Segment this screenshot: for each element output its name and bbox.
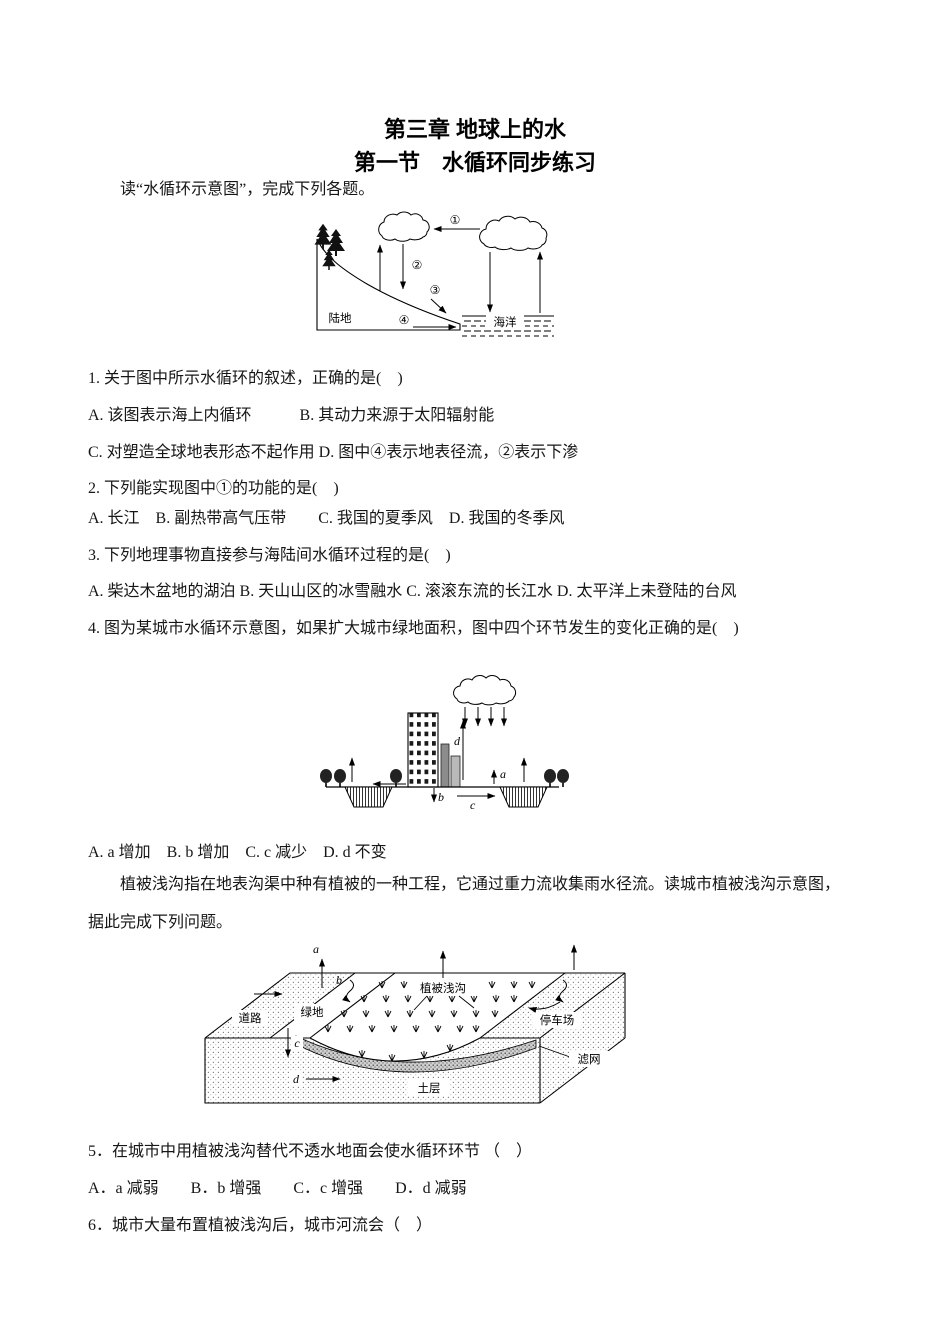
- sea-label: 海洋: [494, 315, 517, 329]
- question-2-stem: 2. 下列能实现图中①的功能的是( ): [88, 480, 339, 497]
- swale-pointer-left: [413, 995, 428, 1011]
- soil-label: 土层: [418, 1082, 441, 1095]
- swale-label-bg: [411, 980, 475, 996]
- c-label-bg: [291, 1036, 303, 1050]
- road-label-bg: [232, 1010, 268, 1026]
- parking-inflow-arrow: [528, 1001, 561, 1013]
- land-label: 陆地: [329, 311, 352, 325]
- label-circle-3: ③: [430, 283, 441, 297]
- question-5-stem: 5．在城市中用植被浅沟替代不透水地面会使水循环环节 （ ）: [88, 1143, 533, 1160]
- city-water-cycle-diagram: a b c d: [319, 675, 570, 812]
- cloud-right-icon: [479, 215, 548, 251]
- question-6-stem: 6．城市大量布置植被浅沟后，城市河流会（ ）: [88, 1217, 433, 1234]
- label-a: a: [500, 767, 506, 781]
- surface-flow-arrow: [430, 298, 447, 314]
- green-label-bg: [294, 1004, 330, 1020]
- question-4-options: A. a 增加 B. b 增加 C. c 减少 D. d 不变: [88, 844, 387, 861]
- label-b: b: [336, 973, 342, 987]
- left-pond-icon: [344, 786, 393, 808]
- rain-arrows: [462, 707, 507, 727]
- filter-pointer: [538, 1045, 571, 1058]
- question-5-options: A．a 减弱 B．b 增强 C．c 增强 D．d 减弱: [88, 1180, 467, 1197]
- right-squiggle-arrow: [555, 979, 567, 1003]
- label-circle-1: ①: [450, 213, 461, 227]
- soil-label-bg: [408, 1079, 450, 1096]
- vegetated-swale-diagram: 道路 绿地 植被浅沟 停车场 滤网 土层 a b c d: [204, 942, 626, 1104]
- green-strip: [270, 973, 395, 1038]
- building-bar-1-icon: [440, 743, 450, 788]
- b-squiggle-arrow: [342, 979, 354, 1003]
- right-pond-icon: [499, 786, 548, 808]
- parking-label: 停车场: [540, 1013, 575, 1027]
- tall-building-icon: [407, 712, 439, 788]
- city-flow-arrows: [349, 720, 527, 803]
- soil-right-face: [540, 973, 625, 1103]
- label-b: b: [438, 790, 444, 804]
- label-circle-4: ④: [399, 313, 410, 327]
- swale-pointer-right: [458, 995, 475, 1009]
- chapter-title: 第三章 地球上的水: [383, 117, 567, 142]
- cloud-left-icon: [378, 211, 430, 242]
- label-circle-2: ②: [412, 258, 423, 272]
- label-a: a: [313, 942, 319, 956]
- green-label: 绿地: [301, 1005, 324, 1019]
- building-bar-2-icon: [450, 755, 461, 788]
- swale-curve: [309, 1037, 481, 1062]
- d-label-bg: [290, 1071, 302, 1085]
- question-4-stem: 4. 图为某城市水循环示意图，如果扩大城市绿地面积，图中四个环节发生的变化正确的…: [88, 620, 739, 637]
- passage-line-2: 据此完成下列问题。: [88, 914, 233, 931]
- passage-line-1: 植被浅沟指在地表沟渠中种有植被的一种工程，它通过重力流收集雨水径流。读城市植被浅…: [120, 876, 841, 893]
- filter-label-bg: [569, 1051, 609, 1067]
- question-1-stem: 1. 关于图中所示水循环的叙述，正确的是( ): [88, 370, 403, 387]
- intro-text: 读“水循环示意图”，完成下列各题。: [120, 181, 375, 198]
- label-c: c: [470, 798, 476, 812]
- rain-cloud-icon: [453, 675, 517, 706]
- road-label: 道路: [239, 1011, 262, 1025]
- question-2-options: A. 长江 B. 副热带高气压带 C. 我国的夏季风 D. 我国的冬季风: [88, 510, 565, 527]
- section-title: 第一节 水循环同步练习: [353, 150, 596, 175]
- question-1-options-cd: C. 对塑造全球地表形态不起作用 D. 图中④表示地表径流，②表示下渗: [88, 444, 579, 461]
- swale-arrows: [254, 944, 577, 1082]
- water-cycle-arrows: [377, 226, 543, 330]
- swale-label: 植被浅沟: [420, 981, 466, 995]
- label-c: c: [294, 1036, 300, 1050]
- sea-label-bg: [486, 315, 524, 329]
- parking-label-bg: [533, 1012, 581, 1028]
- filter-label: 滤网: [578, 1053, 601, 1066]
- label-d: d: [293, 1072, 300, 1086]
- question-3-stem: 3. 下列地理事物直接参与海陆间水循环过程的是( ): [88, 547, 451, 564]
- label-d: d: [454, 734, 461, 748]
- question-1-options-ab: A. 该图表示海上内循环 B. 其动力来源于太阳辐射能: [88, 407, 495, 424]
- water-cycle-diagram: 海洋 陆地 ① ② ③ ④: [314, 211, 554, 337]
- question-3-options: A. 柴达木盆地的湖泊 B. 天山山区的冰雪融水 C. 滚滚东流的长江水 D. …: [88, 583, 737, 600]
